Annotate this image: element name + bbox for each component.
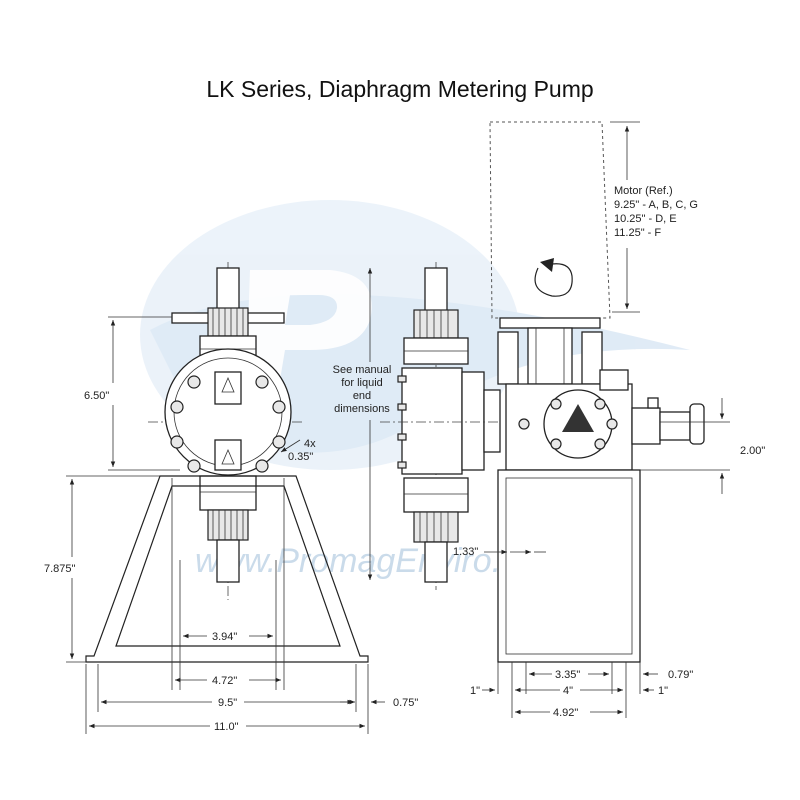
motor-ref-title: Motor (Ref.) <box>614 185 673 197</box>
bolt-size-label: 0.35" <box>288 451 313 463</box>
motor-ref-f: 11.25" - F <box>614 227 661 239</box>
page-title: LK Series, Diaphragm Metering Pump <box>206 76 594 102</box>
dim-7-875: 7.875" <box>44 563 76 575</box>
dim-4-72: 4.72" <box>212 675 237 687</box>
dim-1-right: 1" <box>658 685 668 697</box>
note-line-2: for liquid <box>341 377 383 389</box>
dim-3-94: 3.94" <box>212 631 237 643</box>
motor-ref-abcg: 9.25" - A, B, C, G <box>614 199 698 211</box>
note-line-4: dimensions <box>334 403 390 415</box>
drive-dimensions: 2.00" 1.33" 3.35" 4" 4.92" <box>453 398 765 719</box>
dim-3-35: 3.35" <box>555 669 580 681</box>
dim-9-5: 9.5" <box>218 697 237 709</box>
dim-0-79: 0.79" <box>668 669 693 681</box>
dim-4-92: 4.92" <box>553 707 578 719</box>
dim-6-50: 6.50" <box>84 390 109 402</box>
motor-note: Motor (Ref.) 9.25" - A, B, C, G 10.25" -… <box>610 121 698 313</box>
dim-1-left: 1" <box>470 685 480 697</box>
note-line-1: See manual <box>333 364 392 376</box>
front-dimensions: 6.50" 7.875" 3.94" 4.72" 9.5" <box>44 316 418 734</box>
dim-1-33: 1.33" <box>453 546 478 558</box>
head-bolts <box>170 375 286 473</box>
bolt-count-label: 4x <box>304 438 316 450</box>
note-line-3: end <box>353 390 371 402</box>
dim-11-0: 11.0" <box>214 721 239 733</box>
motor-ref-de: 10.25" - D, E <box>614 213 677 225</box>
side-view <box>380 262 501 590</box>
dim-2-00: 2.00" <box>740 445 765 457</box>
dim-4: 4" <box>563 685 573 697</box>
front-view <box>85 262 369 663</box>
drive-view <box>489 121 705 663</box>
dim-0-75: 0.75" <box>393 697 418 709</box>
liquid-end-note: See manual for liquid end dimensions <box>333 268 392 580</box>
